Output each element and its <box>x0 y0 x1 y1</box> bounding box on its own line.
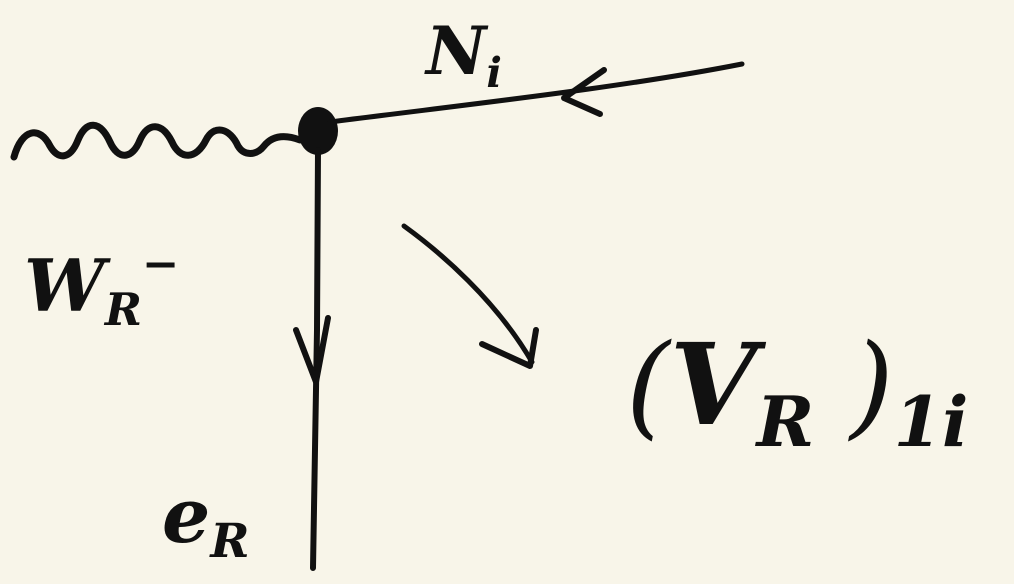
wavy-label-sup: − <box>141 236 180 290</box>
outgoing-label: eR <box>162 478 250 566</box>
incoming-label-sub: i <box>486 49 502 98</box>
decay-arrow-shaft <box>401 223 535 365</box>
outgoing-line <box>310 147 321 571</box>
outgoing-arrowhead <box>293 315 331 385</box>
decay-label-sub: R <box>756 382 815 464</box>
outgoing-label-sub: R <box>210 514 250 570</box>
incoming-label: Ni <box>426 18 502 94</box>
vertex-dot <box>298 107 338 155</box>
decay-arrow-head <box>479 327 539 369</box>
incoming-arrowhead <box>561 67 607 117</box>
wavy-label-base: W <box>24 243 105 328</box>
decay-label-close: ) <box>849 321 894 451</box>
outgoing-label-base: e <box>162 471 211 560</box>
decay-label-open: ( <box>626 321 670 451</box>
decay-label-tail: 1i <box>893 382 969 464</box>
decay-label-base: V <box>669 320 757 451</box>
incoming-label-base: N <box>426 12 487 90</box>
wavy-label-sub: R <box>104 283 142 337</box>
wavy-label: WR− <box>24 241 179 332</box>
incoming-line <box>327 61 745 125</box>
wavy-line <box>10 121 304 161</box>
decay-label: (VR )1i <box>626 330 968 458</box>
